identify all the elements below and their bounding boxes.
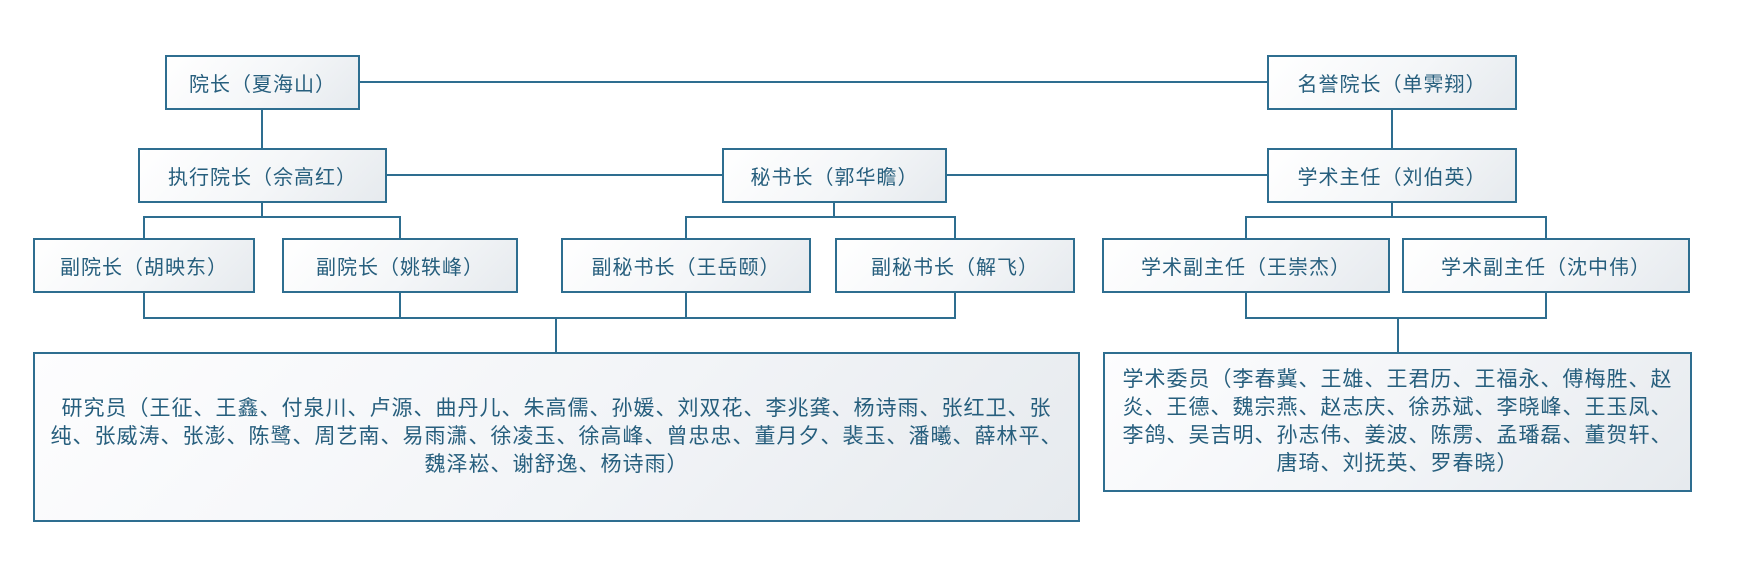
connector-executive-secretary	[387, 174, 722, 176]
connector-acaddep1-bus	[1245, 293, 1247, 319]
node-vice-dean-2: 副院长（姚轶峰）	[282, 238, 518, 293]
connector-academic-fork-bar	[1245, 216, 1547, 218]
node-executive-dean-label: 执行院长（佘高红）	[168, 167, 357, 189]
connector-acaddep2-bus	[1545, 293, 1547, 319]
connector-fork-acaddep2	[1545, 216, 1547, 238]
node-deputy-secretary-1-label: 副秘书长（王岳颐）	[591, 257, 781, 279]
node-honorary-dean-label: 名誉院长（单霁翔）	[1297, 74, 1487, 96]
node-executive-dean: 执行院长（佘高红）	[138, 148, 387, 203]
connector-committee-bus-bar	[1245, 317, 1547, 319]
connector-honorary-academic-director	[1391, 110, 1393, 148]
connector-fork-acaddep1	[1245, 216, 1247, 238]
node-vice-dean-1: 副院长（胡映东）	[33, 238, 255, 293]
node-vice-dean-1-label: 副院长（胡映东）	[60, 257, 228, 279]
node-deputy-secretary-2: 副秘书长（解飞）	[835, 238, 1075, 293]
node-secretary-general: 秘书长（郭华瞻）	[722, 148, 947, 203]
node-academic-director-label: 学术主任（刘伯英）	[1297, 167, 1487, 189]
node-researchers-label: 研究员（王征、王鑫、付泉川、卢源、曲丹儿、朱高儒、孙媛、刘双花、李兆龚、杨诗雨、…	[50, 397, 1063, 476]
node-academic-deputy-1-label: 学术副主任（王崇杰）	[1141, 257, 1351, 279]
connector-depsec2-bus	[954, 293, 956, 319]
connector-academic-fork-stem	[1391, 203, 1393, 217]
connector-executive-fork-bar	[143, 216, 401, 218]
node-researchers: 研究员（王征、王鑫、付泉川、卢源、曲丹儿、朱高儒、孙媛、刘双花、李兆龚、杨诗雨、…	[33, 352, 1080, 522]
connector-fork-vice2	[399, 216, 401, 238]
connector-secretary-fork-stem	[833, 203, 835, 217]
node-academic-committee: 学术委员（李春冀、王雄、王君历、王福永、傅梅胜、赵炎、王德、魏宗燕、赵志庆、徐苏…	[1103, 352, 1692, 492]
connector-researchers-drop	[555, 317, 557, 352]
connector-researchers-bus-bar	[143, 317, 956, 319]
node-academic-committee-label: 学术委员（李春冀、王雄、王君历、王福永、傅梅胜、赵炎、王德、魏宗燕、赵志庆、徐苏…	[1122, 368, 1673, 475]
connector-fork-vice1	[143, 216, 145, 238]
connector-vice2-bus	[399, 293, 401, 319]
node-academic-deputy-2-label: 学术副主任（沈中伟）	[1441, 257, 1651, 279]
node-academic-deputy-2: 学术副主任（沈中伟）	[1402, 238, 1690, 293]
connector-executive-fork-stem	[261, 203, 263, 217]
connector-committee-drop	[1397, 317, 1399, 352]
connector-vice1-bus	[143, 293, 145, 319]
node-vice-dean-2-label: 副院长（姚轶峰）	[316, 257, 484, 279]
node-academic-director: 学术主任（刘伯英）	[1267, 148, 1517, 203]
connector-fork-depsec2	[954, 216, 956, 238]
node-dean: 院长（夏海山）	[165, 55, 360, 110]
connector-secretary-academic-director	[947, 174, 1267, 176]
connector-fork-depsec1	[685, 216, 687, 238]
connector-depsec1-bus	[685, 293, 687, 319]
connector-dean-honorary	[360, 81, 1268, 83]
node-academic-deputy-1: 学术副主任（王崇杰）	[1102, 238, 1390, 293]
connector-secretary-fork-bar	[685, 216, 956, 218]
node-deputy-secretary-1: 副秘书长（王岳颐）	[561, 238, 811, 293]
node-dean-label: 院长（夏海山）	[189, 74, 336, 96]
node-deputy-secretary-2-label: 副秘书长（解飞）	[871, 257, 1039, 279]
node-honorary-dean: 名誉院长（单霁翔）	[1267, 55, 1517, 110]
connector-dean-executive	[261, 110, 263, 148]
node-secretary-general-label: 秘书长（郭华瞻）	[750, 167, 919, 189]
